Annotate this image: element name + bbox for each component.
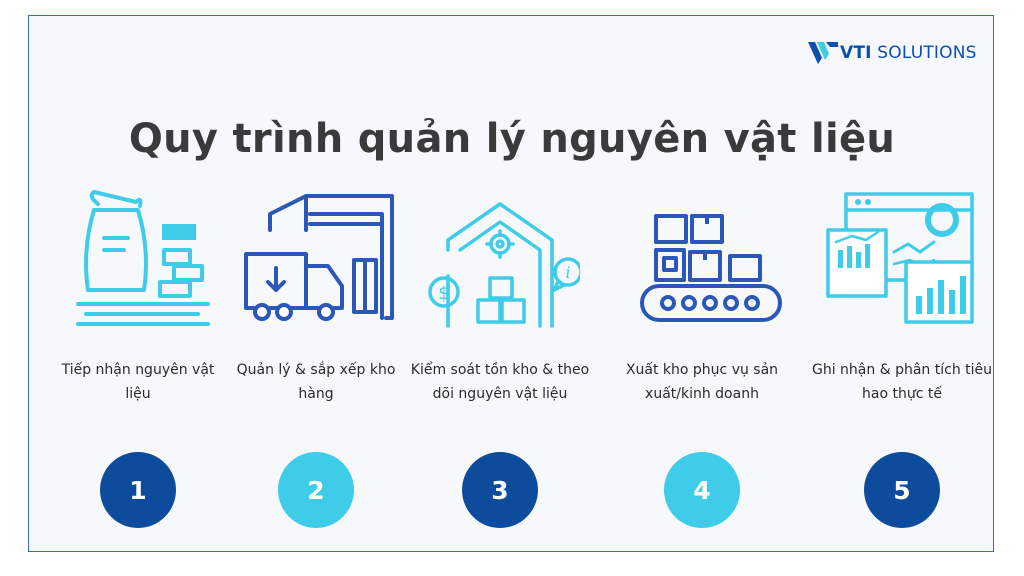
step-number-badge: 1 <box>100 452 176 528</box>
step-label: Xuất kho phục vụ sản xuất/kinh doanh <box>625 362 779 402</box>
step-number-badge: 2 <box>278 452 354 528</box>
brand-name: VTI SOLUTIONS <box>840 43 977 63</box>
step-number-badge: 3 <box>462 452 538 528</box>
material-sack-icon <box>76 190 210 326</box>
page-title: Quy trình quản lý nguyên vật liệu <box>128 116 896 162</box>
step-label: Ghi nhận & phân tích tiêu hao thực tế <box>812 362 993 402</box>
svg-text:i: i <box>565 263 570 282</box>
step-number-badge: 4 <box>664 452 740 528</box>
analytics-dashboard-icon <box>826 192 974 324</box>
warehouse-truck-icon <box>244 194 394 321</box>
vti-logo-icon <box>808 42 838 64</box>
svg-text:$: $ <box>438 283 449 304</box>
conveyor-boxes-icon <box>640 214 782 322</box>
step-label: Quản lý & sắp xếp kho hàng <box>236 362 396 402</box>
step-label: Tiếp nhận nguyên vật liệu <box>61 362 215 402</box>
step-number-badge: 5 <box>864 452 940 528</box>
step-label: Kiểm soát tồn kho & theo dõi nguyên vật … <box>410 362 590 402</box>
brand-logo: VTI SOLUTIONS <box>808 40 977 66</box>
inventory-control-icon: $ i <box>428 202 580 328</box>
